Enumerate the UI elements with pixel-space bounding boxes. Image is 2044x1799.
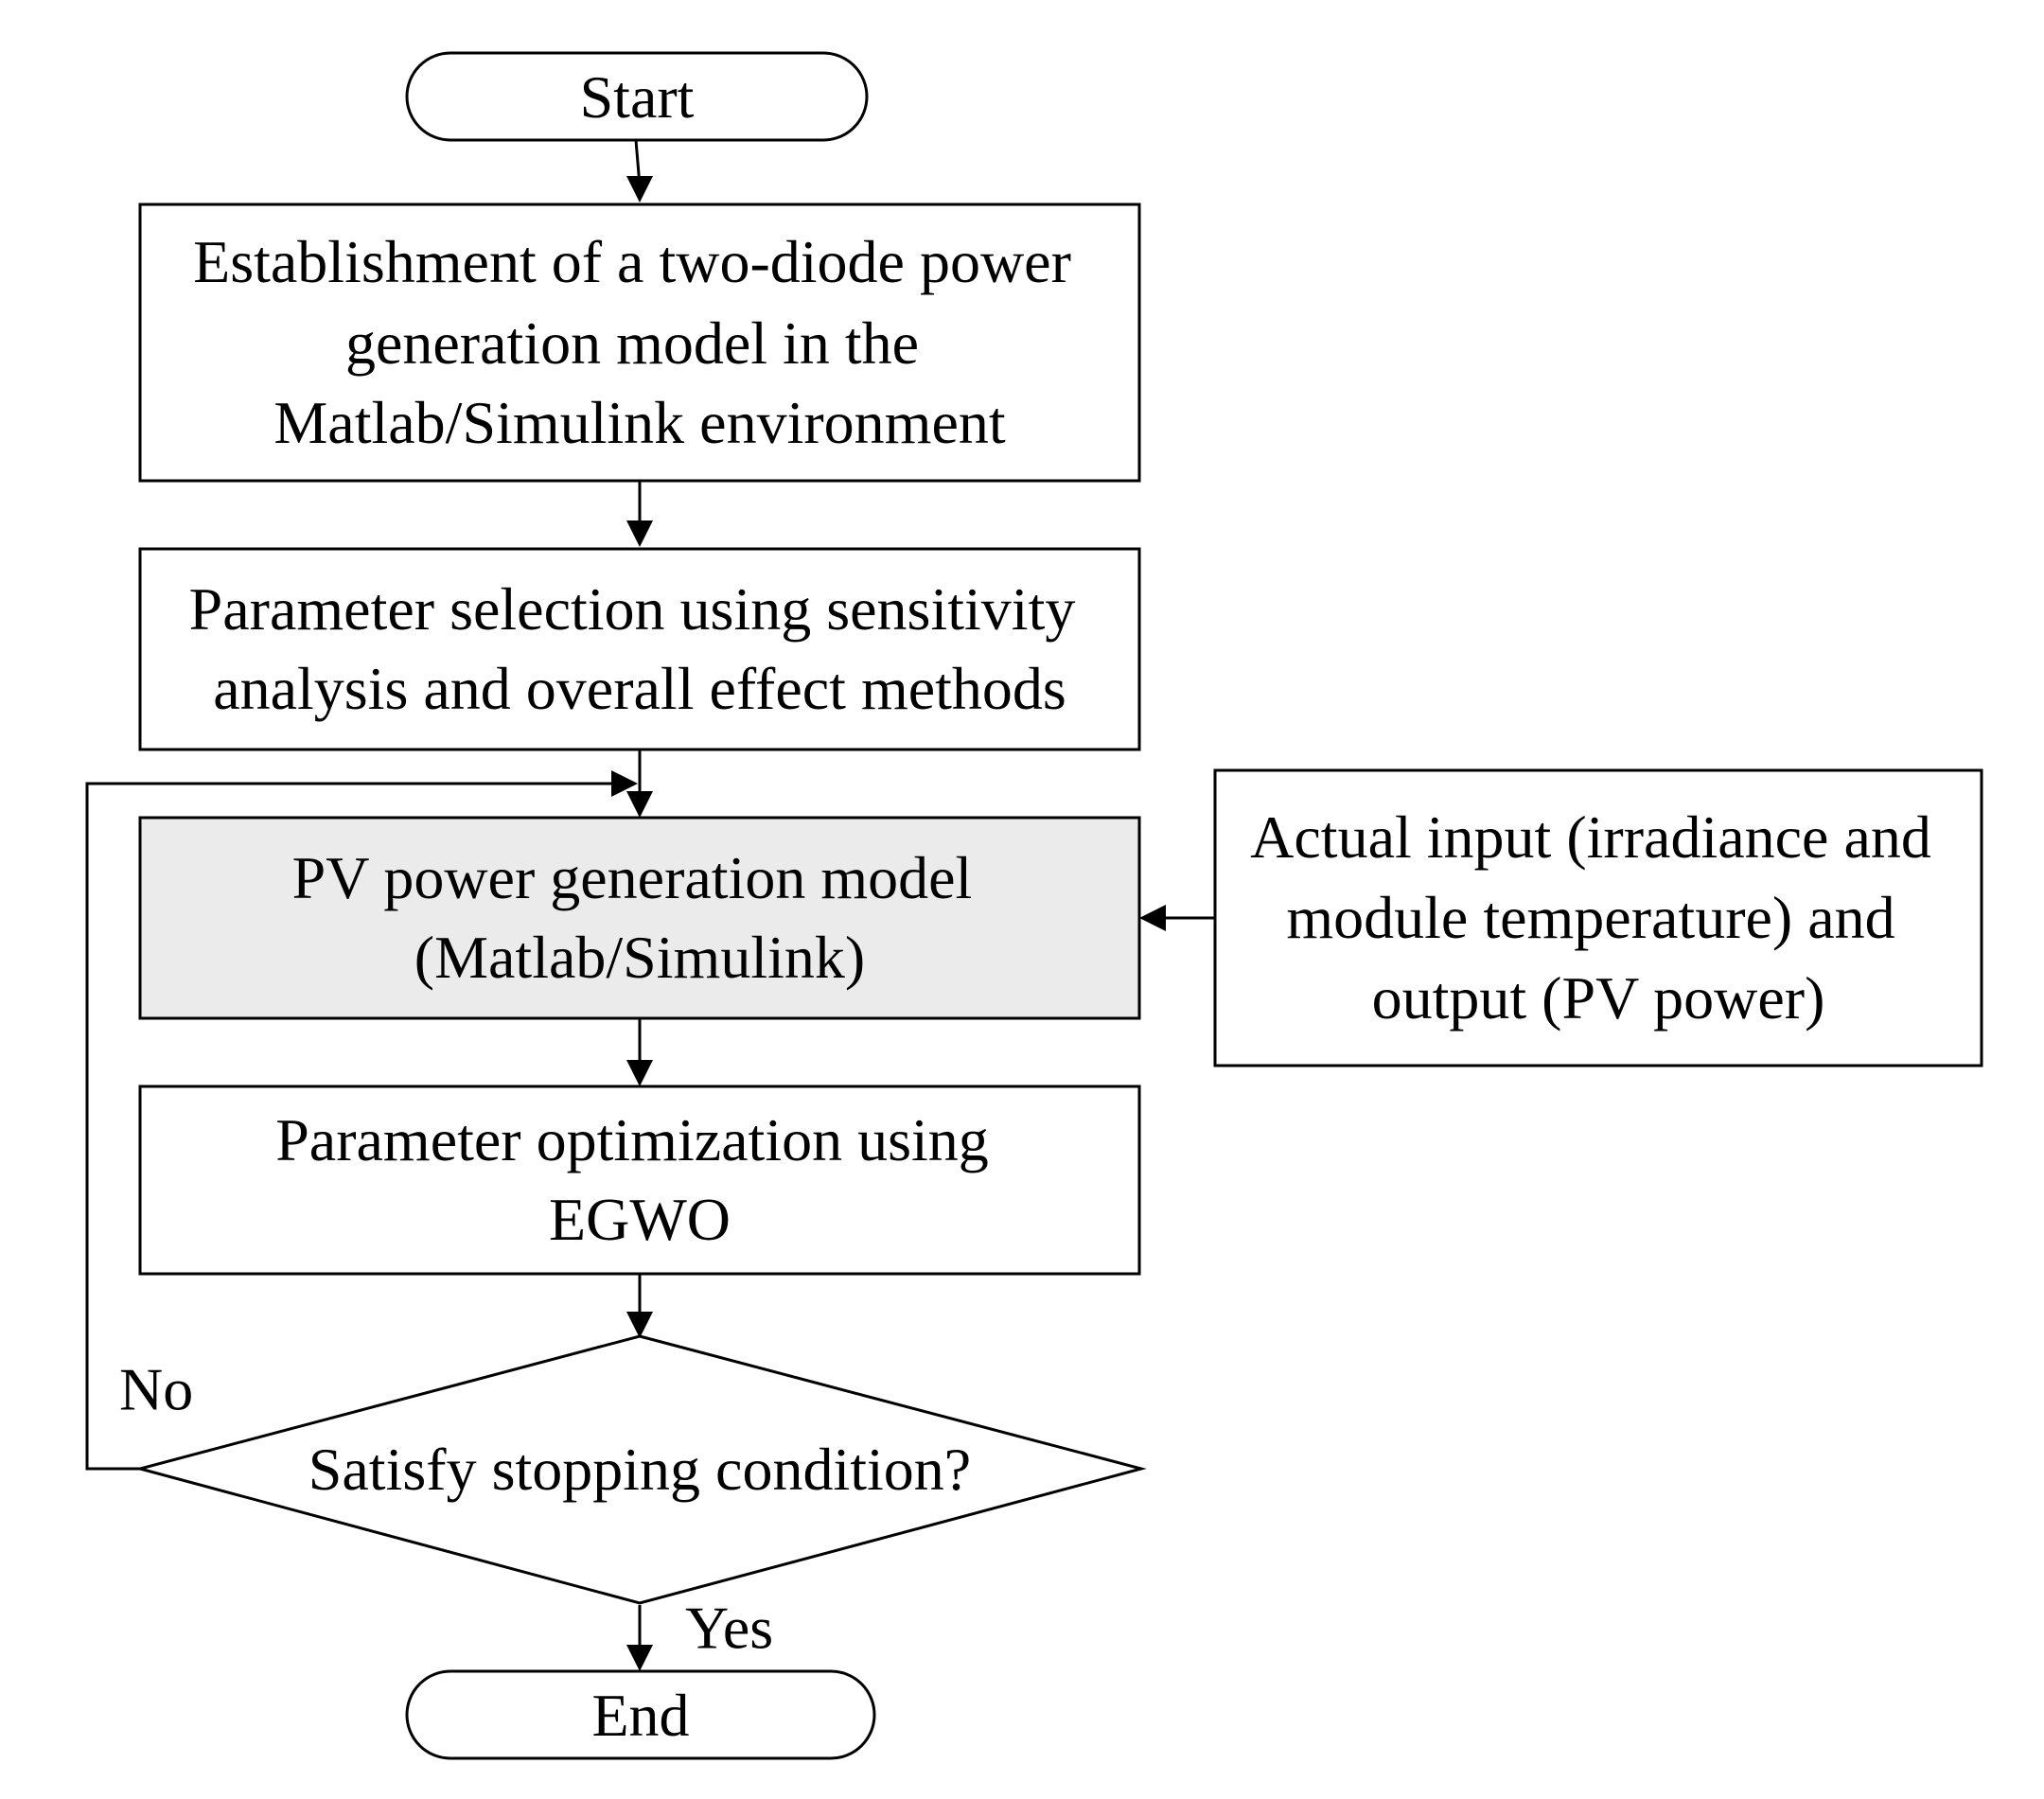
actual-input-line-2: module temperature) and (1286, 884, 1894, 951)
svg-text:Establishment of a two-diode p: Establishment of a two-diode power gener… (193, 228, 1086, 456)
arrowhead (626, 520, 653, 547)
svg-text:End: End (591, 1682, 689, 1749)
edge-label-no: No (119, 1356, 193, 1423)
arrowhead (626, 1312, 653, 1338)
start-label: Start (580, 63, 695, 131)
optimization-line-2: EGWO (549, 1186, 731, 1253)
svg-text:PV power generation model: PV power generation model (Matlab/Simuli… (292, 844, 988, 991)
actual-input-line-1: Actual input (irradiance and (1250, 803, 1931, 871)
optimization-line-1: Parameter optimization using (275, 1106, 989, 1173)
pv-model-line-1: PV power generation model (292, 844, 973, 911)
connectors (85, 139, 1215, 1671)
actual-input-line-3: output (PV power) (1372, 964, 1825, 1032)
establish-line-3: Matlab/Simulink environment (273, 389, 1005, 456)
start-node: Start (405, 51, 869, 142)
svg-text:Start: Start (580, 63, 695, 131)
establish-line-2: generation model in the (345, 309, 919, 377)
decision-node: Satisfy stopping condition? (134, 1334, 1147, 1605)
establish-node: Establishment of a two-diode power gener… (138, 203, 1141, 483)
svg-text:Actual input (irradiance and: Actual input (irradiance and module temp… (1250, 803, 1947, 1032)
arrowhead (626, 1060, 653, 1086)
establish-line-1: Establishment of a two-diode power (193, 228, 1071, 295)
svg-text:Parameter optimization using: Parameter optimization using EGWO (275, 1106, 1004, 1253)
selection-node: Parameter selection using sensitivity an… (138, 547, 1141, 751)
svg-text:Parameter selection using sens: Parameter selection using sensitivity an… (189, 575, 1091, 722)
edge-no-loop (85, 782, 625, 1471)
svg-text:Satisfy stopping condition?: Satisfy stopping condition? (308, 1436, 971, 1503)
selection-line-2: analysis and overall effect methods (213, 655, 1066, 722)
end-label: End (591, 1682, 689, 1749)
optimization-node: Parameter optimization using EGWO (138, 1085, 1141, 1276)
selection-line-1: Parameter selection using sensitivity (189, 575, 1076, 643)
arrowhead (626, 176, 653, 203)
arrowhead (626, 791, 653, 818)
actual-input-node: Actual input (irradiance and module temp… (1213, 768, 1983, 1067)
pv-model-node: PV power generation model (Matlab/Simuli… (138, 816, 1141, 1020)
pv-model-line-2: (Matlab/Simulink) (414, 924, 865, 991)
decision-label: Satisfy stopping condition? (308, 1436, 971, 1503)
edge-label-yes: Yes (685, 1595, 773, 1662)
arrowhead (626, 1645, 653, 1671)
arrowhead (611, 770, 638, 797)
end-node: End (405, 1669, 876, 1760)
arrowhead (1139, 905, 1166, 931)
